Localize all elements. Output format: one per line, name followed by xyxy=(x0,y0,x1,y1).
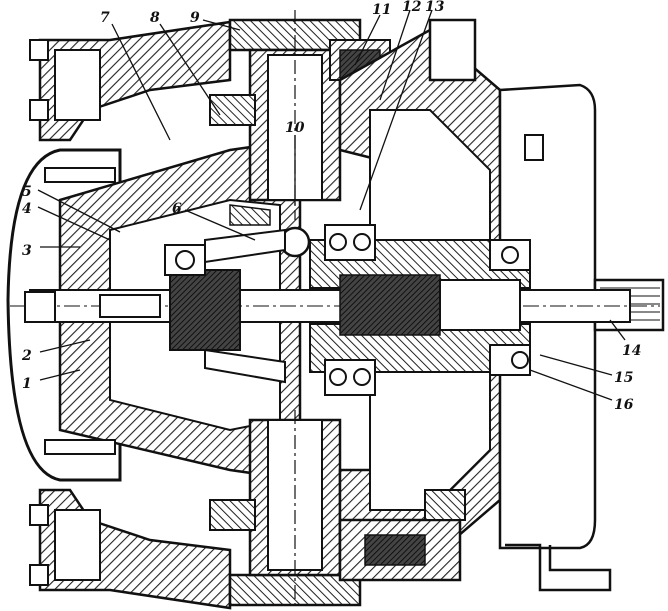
callout-6: 6 xyxy=(172,201,182,217)
connecting-rods xyxy=(204,204,286,384)
housing-outline xyxy=(6,148,122,482)
central-shaft xyxy=(10,239,660,373)
lower-piston-housing xyxy=(209,410,362,610)
callout-4: 4 xyxy=(22,201,32,217)
callout-9: 9 xyxy=(190,10,200,26)
bearings xyxy=(164,224,531,396)
leader-lines xyxy=(37,9,626,401)
callout-12: 12 xyxy=(402,0,422,15)
bottom-flange xyxy=(29,488,232,610)
callout-2: 2 xyxy=(21,348,32,364)
callout-8: 8 xyxy=(150,10,160,26)
callout-13: 13 xyxy=(425,0,445,15)
callout-3: 3 xyxy=(22,243,32,259)
callout-11: 11 xyxy=(372,2,391,18)
callout-7: 7 xyxy=(100,10,110,26)
top-flange xyxy=(29,20,232,142)
callout-5: 5 xyxy=(22,184,32,200)
callout-14: 14 xyxy=(622,343,641,359)
left-bolts xyxy=(24,167,116,455)
valve-block xyxy=(338,489,466,582)
callout-16: 16 xyxy=(614,397,634,413)
callout-1: 1 xyxy=(22,376,32,392)
callouts: 1 2 3 4 5 6 7 8 9 10 11 12 13 14 15 16 xyxy=(21,0,641,413)
callout-10: 10 xyxy=(285,120,305,136)
callout-15: 15 xyxy=(614,370,633,386)
